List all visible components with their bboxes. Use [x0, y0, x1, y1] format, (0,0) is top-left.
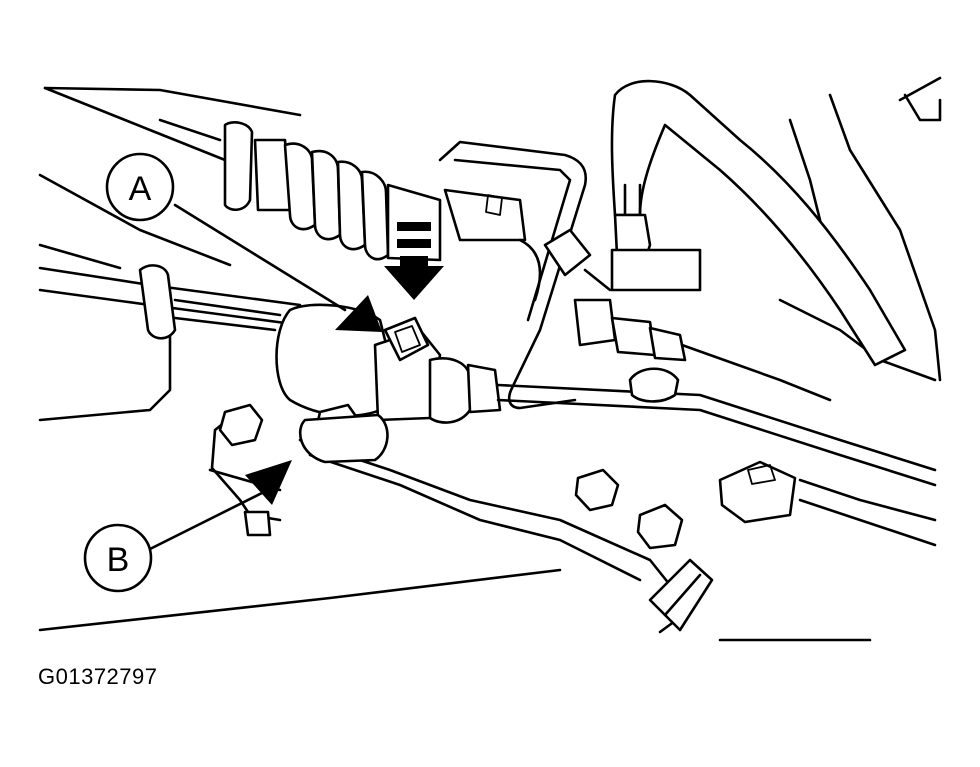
connector-body	[275, 303, 937, 487]
background-lines	[38, 76, 942, 642]
selector-cable	[543, 228, 937, 547]
bolts	[218, 403, 684, 550]
shift-cable	[38, 264, 302, 340]
figure-reference-code: G01372797	[38, 664, 158, 689]
hose	[610, 79, 907, 367]
callout-a-label: A	[129, 170, 152, 208]
arrow-icon	[245, 295, 382, 505]
callout-b-label: B	[107, 541, 130, 579]
callout-b: B	[83, 523, 153, 593]
double-bar-arrow-icon	[384, 222, 444, 300]
transmission-housing	[208, 408, 714, 634]
callout-a: A	[105, 152, 175, 222]
leader-lines	[146, 203, 347, 552]
